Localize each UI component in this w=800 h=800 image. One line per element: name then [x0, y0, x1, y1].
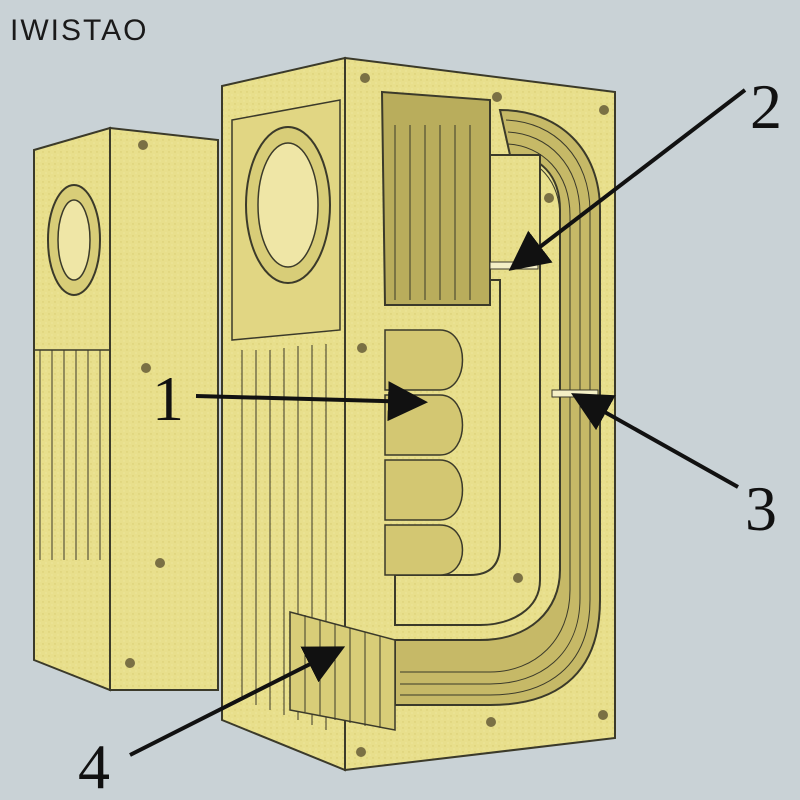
screws — [356, 73, 609, 757]
callout-label-4: 4 — [78, 731, 110, 800]
callout-arrows — [129, 88, 747, 757]
callout-label-3: 3 — [745, 473, 777, 544]
rear-cabinet — [33, 126, 219, 692]
arrow-4 — [129, 646, 346, 757]
front-cabinet — [221, 56, 616, 772]
brand-logo-text: IWISTAO — [10, 14, 149, 47]
callout-label-1: 1 — [152, 363, 184, 434]
arrow-1 — [195, 381, 428, 422]
serpentine-folds — [384, 329, 464, 576]
upper-chamber-strips — [394, 125, 471, 300]
callout-label-2: 2 — [750, 71, 782, 142]
arrow-3 — [571, 393, 739, 489]
rear-cabinet-strips — [39, 350, 101, 560]
arrow-2 — [508, 88, 747, 271]
